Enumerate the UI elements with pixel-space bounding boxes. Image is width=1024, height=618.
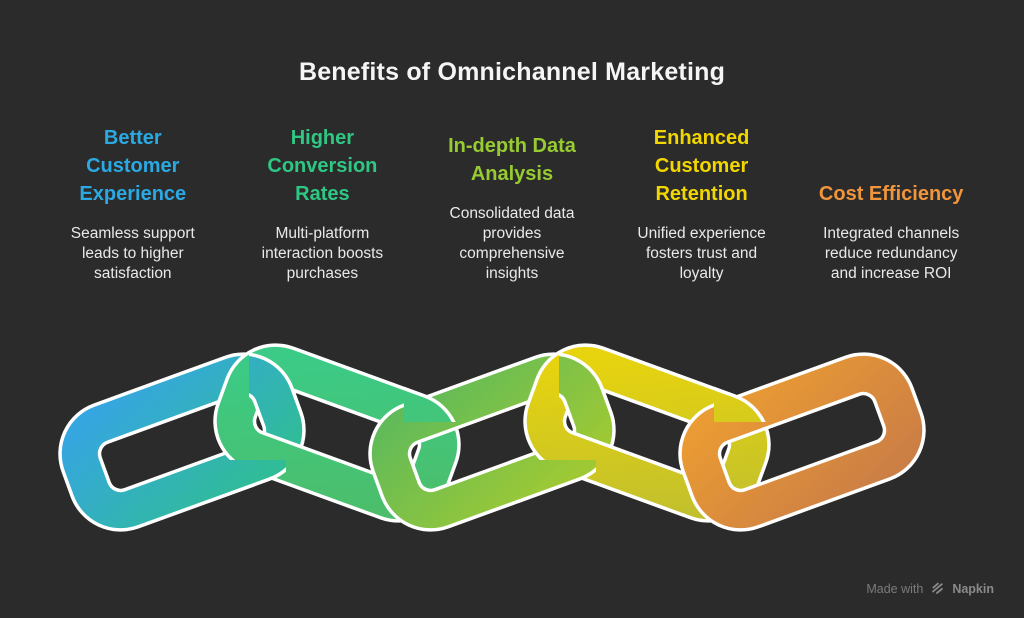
column-heading: Cost Efficiency [818, 183, 964, 205]
link-outline [368, 352, 616, 532]
page-title: Benefits of Omnichannel Marketing [298, 58, 726, 86]
column-enhanced-customer-retention: Enhanced Customer Retention Unified expe… [607, 124, 797, 284]
column-heading: In-depth Data Analysis [448, 135, 576, 185]
weave-patch [71, 365, 293, 519]
column-heading: Better Customer Experience [79, 127, 187, 205]
column-description: Seamless support leads to higher satisfa… [70, 225, 195, 282]
column-in-depth-data-analysis: In-depth Data Analysis Consolidated data… [417, 132, 607, 284]
chain-link-blue [58, 352, 306, 532]
weave-patch [381, 365, 603, 519]
column-higher-conversion-rates: Higher Conversion Rates Multi-platform i… [228, 124, 418, 284]
column-heading: Higher Conversion Rates [267, 127, 378, 205]
column-description: Multi-platform interaction boosts purcha… [261, 225, 384, 282]
column-heading: Enhanced Customer Retention [653, 127, 750, 205]
chain-link-orange [678, 352, 926, 532]
column-description: Consolidated data provides comprehensive… [449, 205, 575, 282]
chain-link-yellow [523, 343, 771, 523]
column-description: Unified experience fosters trust and loy… [637, 225, 766, 282]
chain-link-green [213, 343, 461, 523]
weave-patch [536, 356, 758, 510]
weave-patch [71, 365, 293, 519]
link-outline [213, 343, 461, 523]
link-body [371, 355, 613, 529]
link-outline [58, 352, 306, 532]
napkin-logo-icon [932, 582, 944, 594]
link-body [681, 355, 923, 529]
link-outline [523, 343, 771, 523]
link-outline [678, 352, 926, 532]
link-body [526, 346, 768, 520]
benefit-columns: Better Customer Experience Seamless supp… [38, 0, 986, 284]
weave-patch [226, 356, 448, 510]
column-cost-efficiency: Cost Efficiency Integrated channels redu… [796, 180, 986, 284]
link-body [61, 355, 303, 529]
weave-patch [381, 365, 603, 519]
napkin-brand-label: Napkin [952, 581, 994, 596]
column-better-customer-experience: Better Customer Experience Seamless supp… [38, 124, 228, 284]
link-body [216, 346, 458, 520]
chain-link-yellowgreen [368, 352, 616, 532]
made-with-napkin-watermark: Made with Napkin [866, 581, 994, 596]
column-description: Integrated channels reduce redundancy an… [823, 225, 960, 282]
made-with-label: Made with [866, 581, 924, 596]
